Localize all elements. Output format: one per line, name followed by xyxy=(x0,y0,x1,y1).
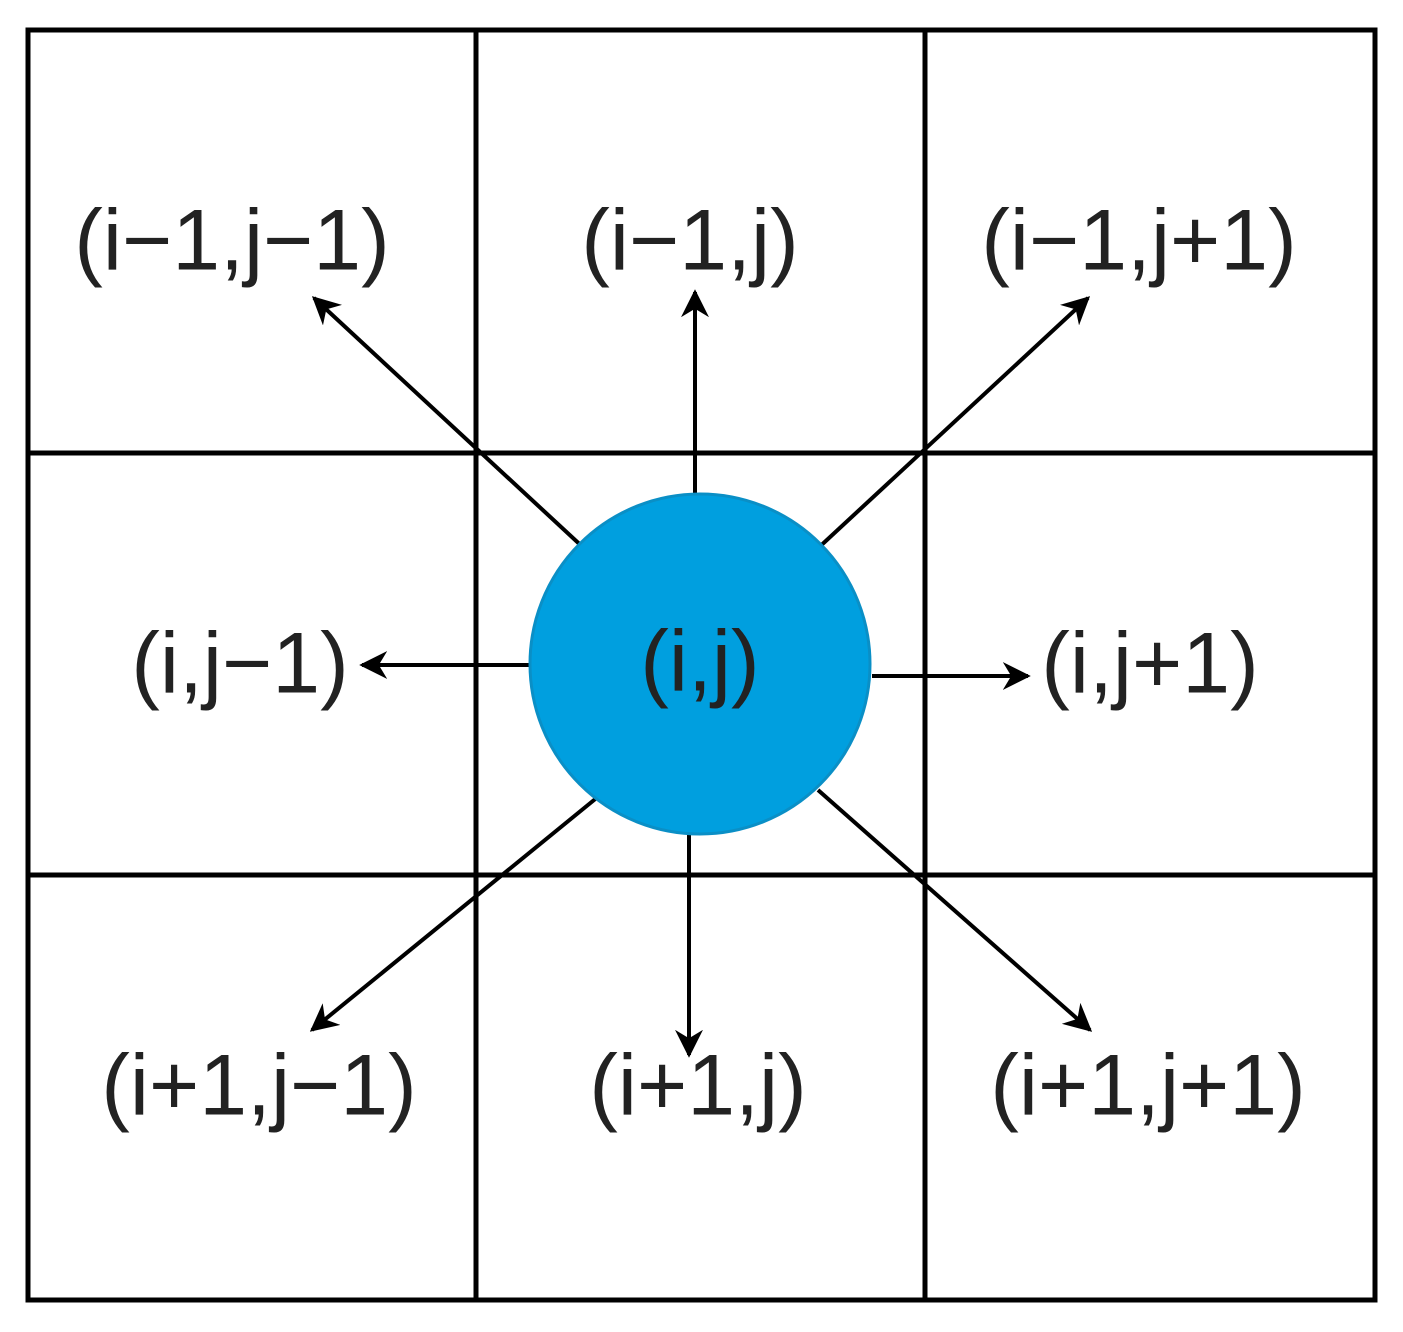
arrow-top-left xyxy=(311,296,589,553)
arrows xyxy=(309,289,1093,1058)
label-top: (i−1,j) xyxy=(581,193,798,289)
arrow-top-right xyxy=(813,296,1091,553)
label-top-left: (i−1,j−1) xyxy=(74,193,390,289)
label-right: (i,j+1) xyxy=(1041,616,1258,712)
label-bottom: (i+1,j) xyxy=(589,1038,806,1134)
label-left: (i,j−1) xyxy=(131,616,348,712)
center-node xyxy=(528,492,872,836)
label-bottom-left: (i+1,j−1) xyxy=(101,1038,417,1134)
arrow-bottom-right xyxy=(816,788,1093,1032)
arrow-bottom-left xyxy=(309,785,612,1032)
label-bottom-right: (i+1,j+1) xyxy=(990,1038,1306,1134)
grid xyxy=(25,27,1378,1303)
center-node-label: (i,j) xyxy=(640,614,759,710)
grid-border xyxy=(25,27,1378,1303)
label-top-right: (i−1,j+1) xyxy=(981,193,1297,289)
